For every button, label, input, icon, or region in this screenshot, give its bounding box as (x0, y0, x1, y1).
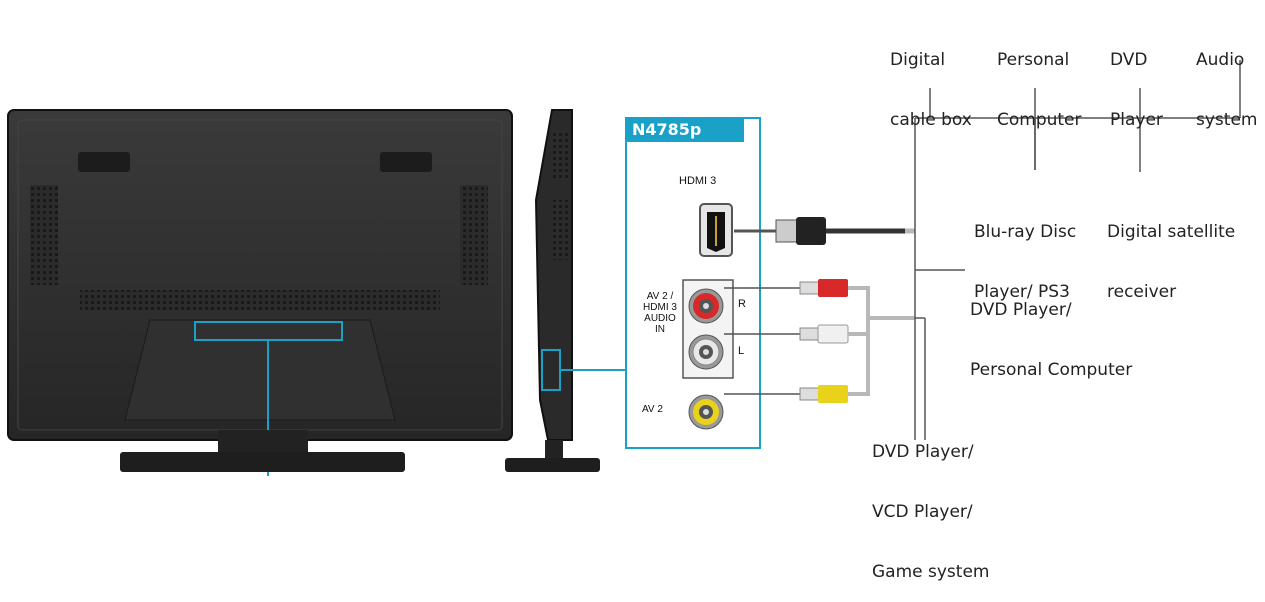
audio-in-label: AV 2 / HDMI 3 AUDIO IN (639, 291, 681, 335)
device-personal-computer: Personal Computer (997, 10, 1082, 150)
device-label-line: Blu-ray Disc (974, 222, 1077, 242)
device-label-line: Game system (872, 562, 990, 582)
audio-in-line-3: AUDIO (644, 313, 676, 324)
audio-in-line-2: HDMI 3 (643, 302, 677, 313)
device-label-line: Audio (1196, 50, 1245, 70)
rca-jack-white (688, 334, 724, 370)
rca-jack-yellow (688, 394, 724, 430)
l-label: L (738, 345, 745, 357)
device-composite-sources: DVD Player/ VCD Player/ Game system (872, 402, 989, 602)
tv-rear-view (7, 109, 513, 476)
device-label-line: DVD Player/ (970, 300, 1072, 320)
diagram-graphics (7, 60, 1241, 476)
model-badge: N4785p (626, 118, 744, 142)
av2-label: AV 2 (642, 404, 663, 415)
hdmi-cable (734, 217, 915, 245)
device-label-line: Computer (997, 110, 1082, 130)
device-audio-dvd-pc: DVD Player/ Personal Computer (970, 260, 1132, 400)
connection-diagram: N4785p HDMI 3 AV 2 / HDMI 3 AUDIO IN R L… (7, 10, 1257, 582)
device-label-line: cable box (890, 110, 972, 130)
rca-cables (724, 279, 915, 403)
device-dvd-player: DVD Player (1110, 10, 1163, 150)
rca-jack-red (688, 288, 724, 324)
device-label-line: DVD Player/ (872, 442, 974, 462)
hdmi-port (699, 203, 733, 257)
connection-lines (914, 60, 1241, 440)
device-label-line: system (1196, 110, 1258, 130)
device-label-line: Player (1110, 110, 1163, 130)
device-bluray-ps3: Blu-ray Disc Player/ PS3 (974, 182, 1076, 322)
device-digital-cable-box: Digital cable box (890, 10, 972, 150)
device-audio-system: Audio system (1196, 10, 1257, 150)
device-label-line: Player/ PS3 (974, 282, 1070, 302)
device-label-line: Digital (890, 50, 946, 70)
audio-in-line-4: IN (655, 324, 665, 335)
device-label-line: receiver (1107, 282, 1177, 302)
device-label-line: Digital satellite (1107, 222, 1236, 242)
device-label-line: Personal (997, 50, 1070, 70)
tv-side-view (505, 109, 626, 472)
hdmi-3-label: HDMI 3 (679, 175, 717, 187)
audio-in-line-1: AV 2 / (646, 291, 674, 302)
device-label-line: DVD (1110, 50, 1148, 70)
device-label-line: Personal Computer (970, 360, 1133, 380)
device-digital-satellite: Digital satellite receiver (1107, 182, 1235, 322)
r-label: R (738, 298, 746, 310)
device-label-line: VCD Player/ (872, 502, 973, 522)
